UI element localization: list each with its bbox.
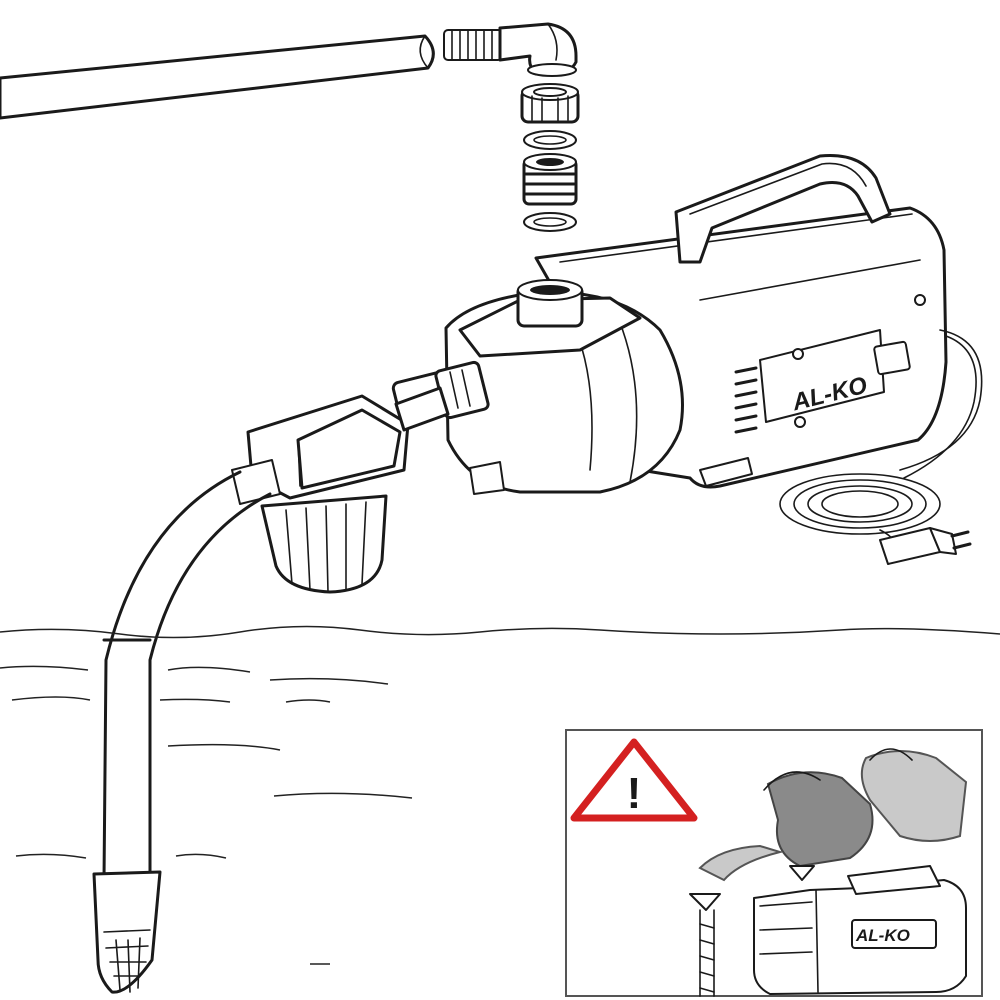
power-switch — [873, 340, 911, 376]
suction-hose — [102, 459, 281, 882]
union-nut — [520, 83, 580, 124]
garden-pump: AL-KO — [444, 153, 948, 495]
discharge-pipe — [0, 34, 435, 120]
warning-triangle-icon: ! — [570, 738, 698, 822]
threaded-nipple — [443, 29, 503, 61]
carry-handle — [674, 153, 892, 264]
power-cable — [779, 329, 983, 549]
suction-strainer — [92, 870, 162, 994]
warning-symbol: ! — [627, 769, 642, 818]
seal-ring-lower — [523, 212, 577, 232]
watering-can-back — [860, 750, 968, 842]
warning-inset: ! AL-KO — [565, 729, 983, 997]
prefilter — [246, 386, 450, 594]
elbow-fitting — [498, 22, 578, 77]
inset-brand-logo: AL-KO — [855, 926, 910, 945]
threaded-adapter — [522, 153, 578, 206]
seal-ring — [523, 130, 577, 150]
seal-ring-inner — [533, 135, 567, 145]
power-plug-icon — [879, 527, 972, 565]
water-surface — [0, 625, 1000, 965]
watering-can-front — [766, 771, 874, 868]
